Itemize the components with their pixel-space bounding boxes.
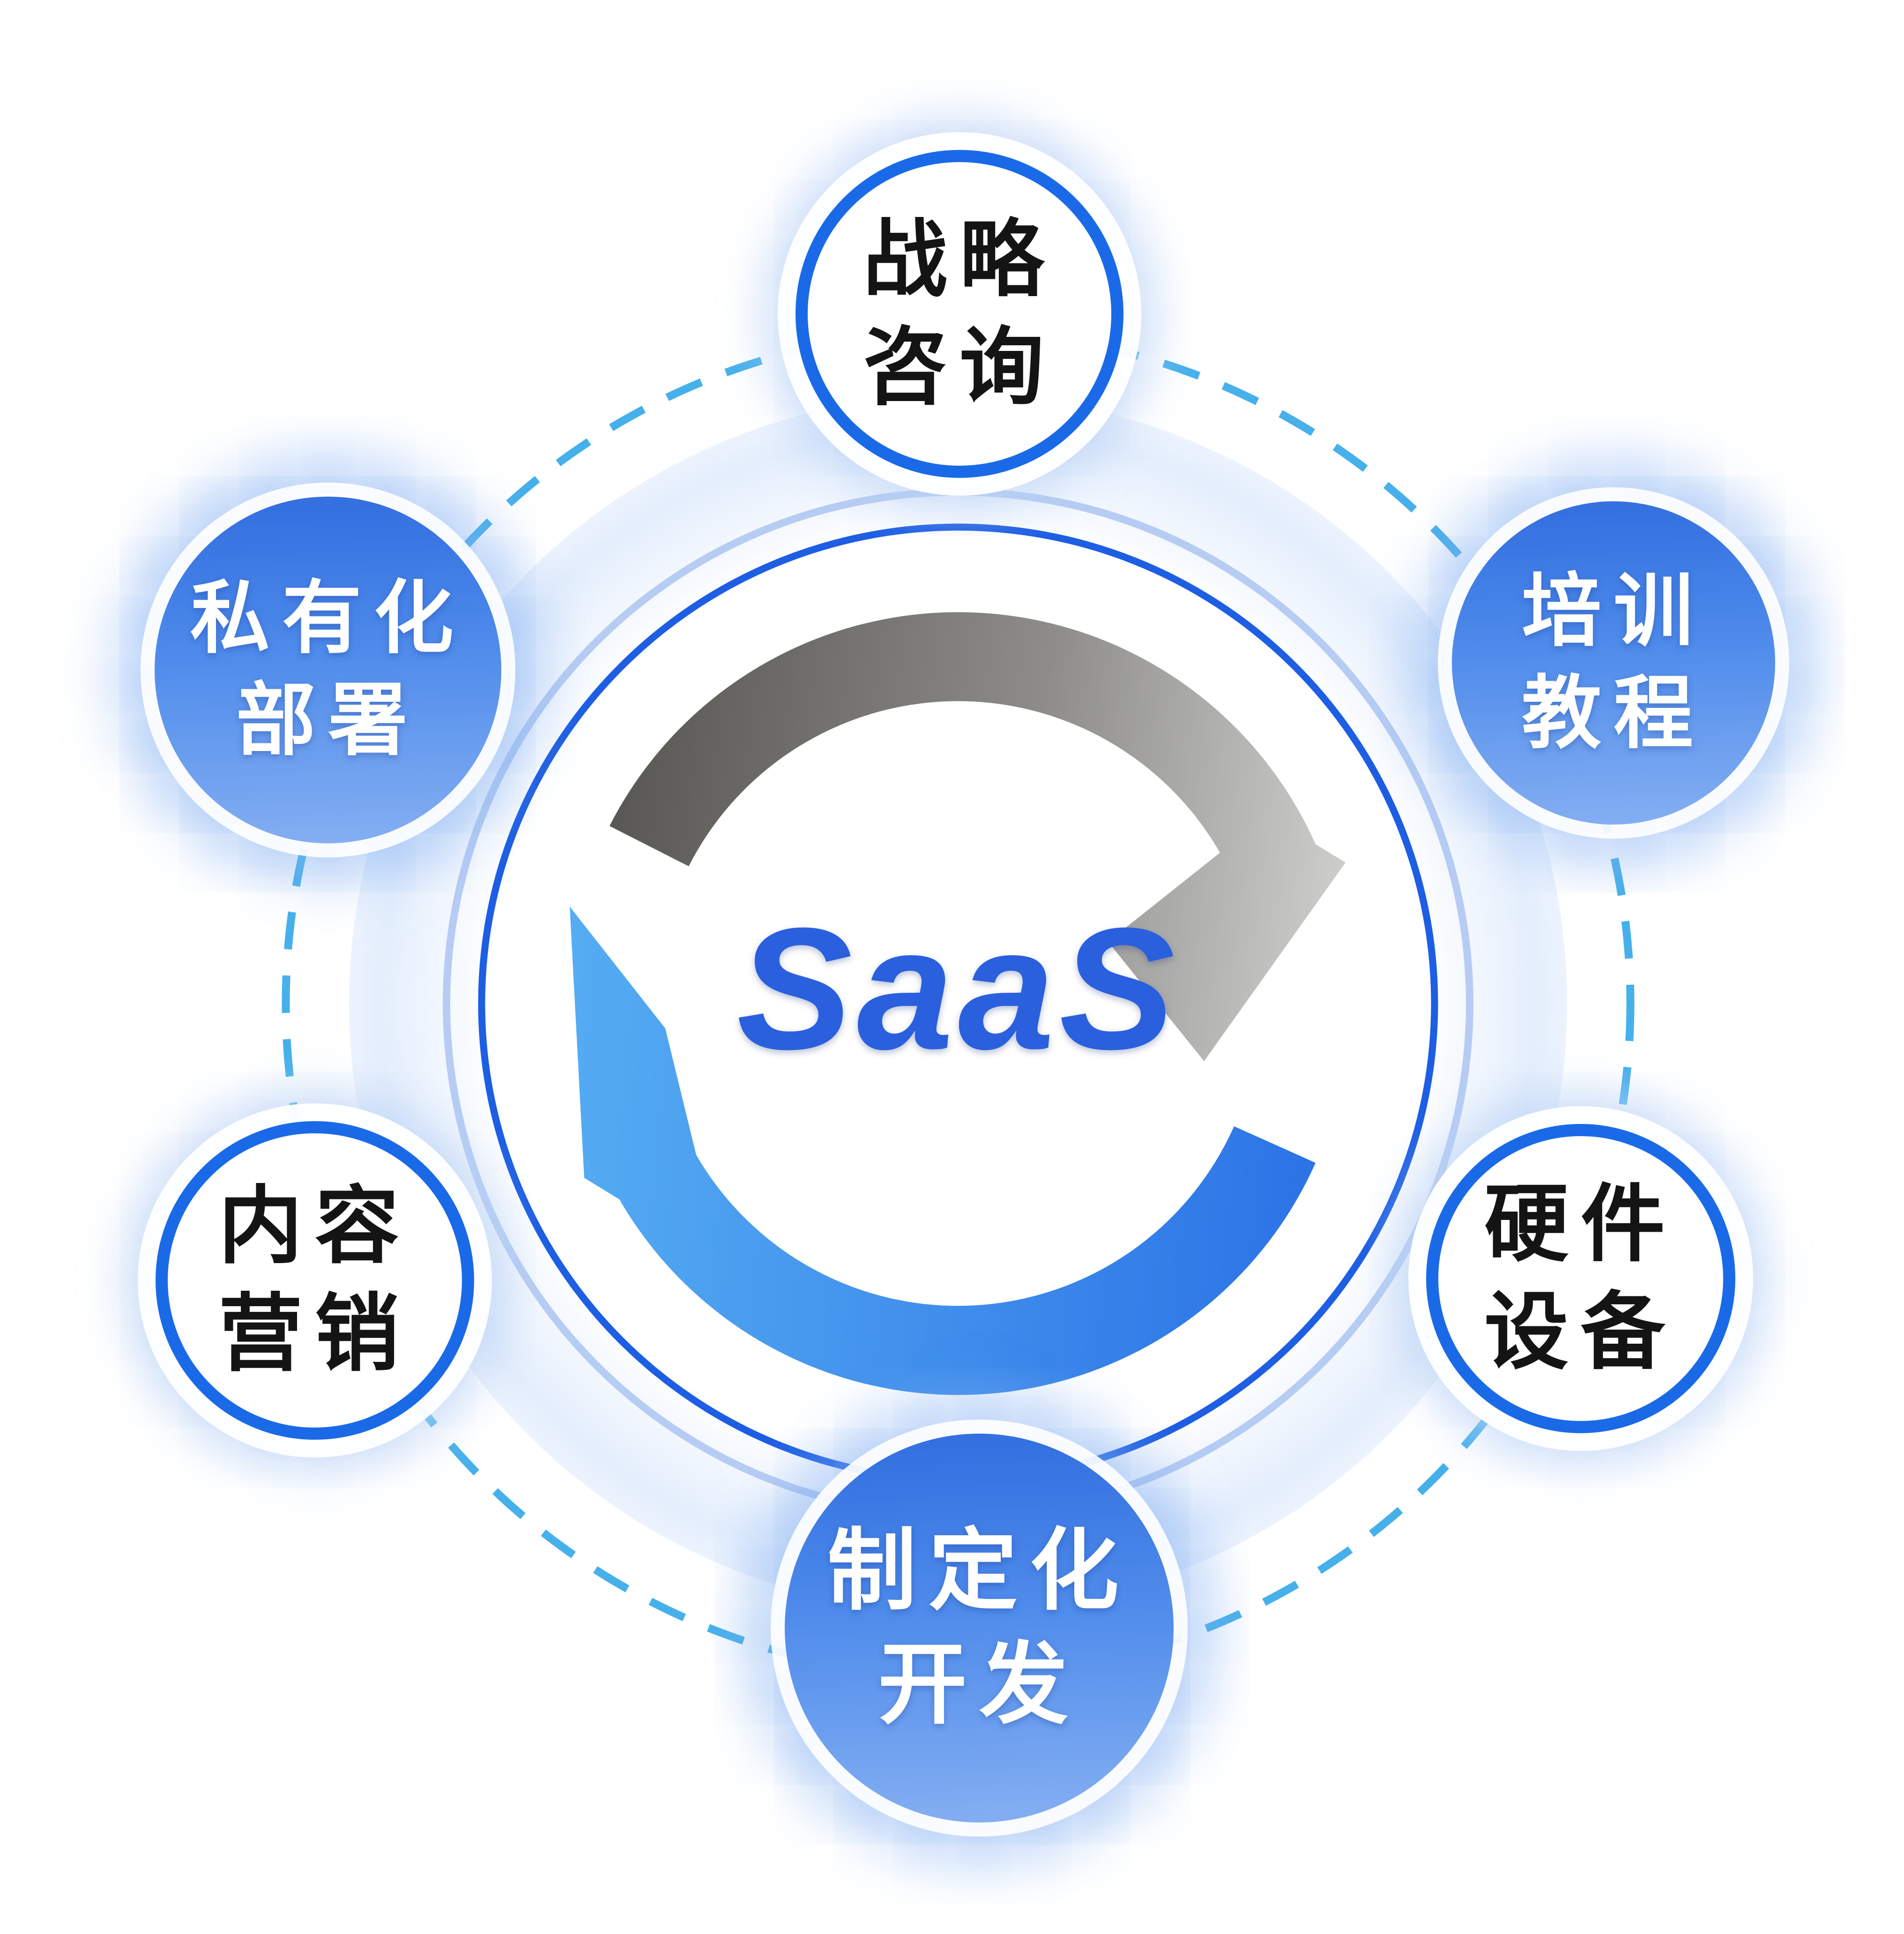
- label-line: 部署: [236, 676, 420, 765]
- satellite-label: 硬件 设备: [1484, 1171, 1677, 1387]
- satellite-label: 战略 咨询: [863, 206, 1056, 422]
- satellite-label: 制定化 开发: [827, 1514, 1131, 1742]
- satellite-custom-development: 制定化 开发: [785, 1434, 1174, 1822]
- satellite-label: 培训 教程: [1522, 561, 1705, 765]
- blue-sync-arrow-icon: [570, 907, 1316, 1395]
- satellite-private-deployment: 私有化 部署: [155, 497, 501, 843]
- satellite-content-marketing: 内容 营销: [156, 1121, 474, 1440]
- saas-logo-label: SaaS: [736, 892, 1180, 1086]
- label-line: 教程: [1521, 669, 1705, 758]
- label-line: 咨询: [863, 320, 1056, 415]
- label-line: 设备: [1484, 1285, 1677, 1379]
- label-line: 私有化: [190, 574, 466, 663]
- satellite-hardware-equipment: 硬件 设备: [1426, 1124, 1735, 1433]
- label-line: 硬件: [1484, 1177, 1677, 1272]
- label-line: 制定化: [827, 1521, 1131, 1621]
- gray-sync-arrow-icon: [610, 612, 1346, 1061]
- satellite-label: 私有化 部署: [190, 568, 466, 772]
- satellite-label: 内容 营销: [218, 1173, 411, 1389]
- label-line: 战略: [863, 212, 1056, 307]
- satellite-strategy-consulting: 战略 咨询: [796, 150, 1123, 478]
- label-line: 营销: [218, 1287, 411, 1381]
- center-halo: [349, 394, 1567, 1613]
- satellite-training-tutorials: 培训 教程: [1452, 501, 1775, 825]
- label-line: 内容: [218, 1179, 411, 1273]
- label-line: 培训: [1521, 567, 1705, 656]
- label-line: 开发: [878, 1635, 1080, 1734]
